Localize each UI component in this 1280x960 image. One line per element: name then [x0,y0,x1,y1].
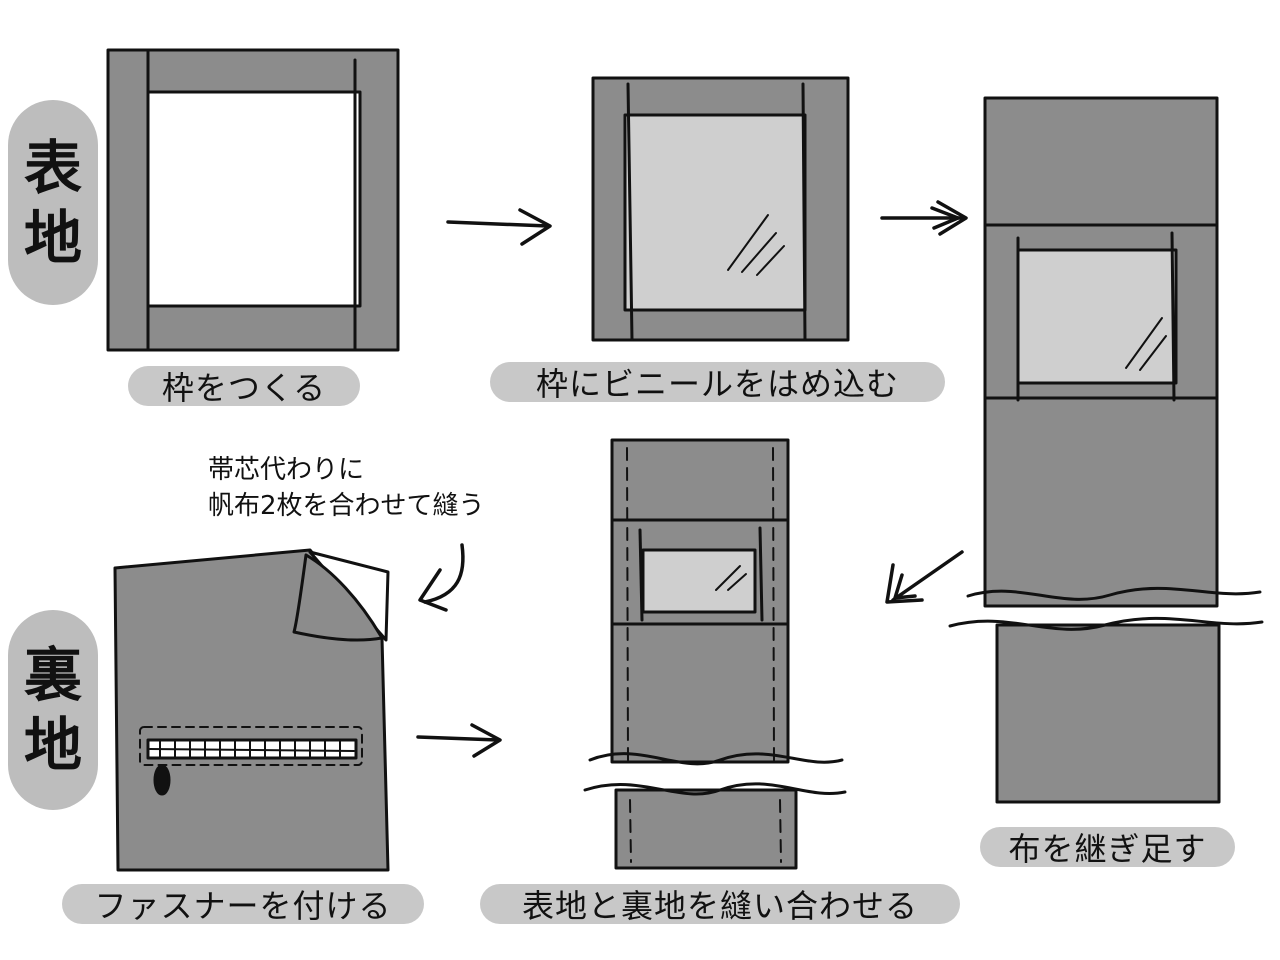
vinyl-shine-icon [1125,317,1167,371]
arrow-icon [416,723,502,758]
step3-joined-fabric-illustration [948,96,1264,804]
front-label-char-2: 地 [23,203,82,272]
step-sew-together-label: 表地と裏地を縫い合わせる [480,884,960,925]
canvas-interfacing-note: 帯芯代わりに 帆布2枚を合わせて縫う [208,452,485,524]
note-line-2: 帆布2枚を合わせて縫う [208,491,485,521]
note-line-1: 帯芯代わりに [208,455,365,485]
arrow-icon [885,550,964,604]
step-insert-vinyl-label: 枠にビニールをはめ込む [490,362,945,403]
vinyl-shine-icon [715,565,747,591]
arrow-icon [880,200,968,236]
curved-arrow-icon [418,543,465,612]
back-fabric-zipper-illustration [113,548,390,872]
step1-frame-illustration [106,48,400,352]
zipper-teeth-icon [159,739,341,759]
back-fabric-label: 裏 地 [8,610,98,810]
vinyl-shine-icon [727,214,785,276]
step-join-fabric-label: 布を継ぎ足す [980,827,1235,868]
step5-sewn-illustration [583,438,847,870]
arrow-icon [446,208,552,246]
zipper-pull-icon [153,764,171,796]
front-label-char-1: 表 [23,133,82,202]
front-fabric-label: 表 地 [8,100,98,305]
back-label-char-2: 地 [23,711,82,779]
back-label-char-1: 裏 [23,641,82,709]
step-make-frame-label: 枠をつくる [128,366,360,407]
stitch-lines [626,447,782,863]
step-attach-zipper-label: ファスナーを付ける [62,884,424,925]
step2-vinyl-frame-illustration [591,76,850,342]
